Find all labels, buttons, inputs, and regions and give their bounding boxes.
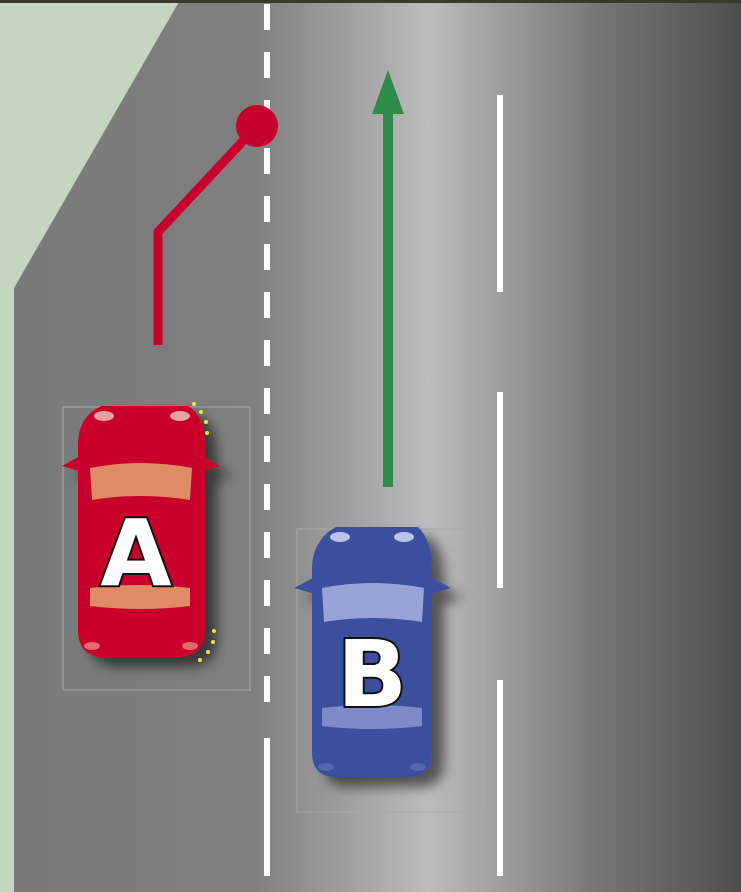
car-a: A bbox=[62, 402, 251, 691]
car-b-mirror-right bbox=[430, 577, 451, 594]
car-b-taillight-left bbox=[318, 763, 334, 771]
car-b-headlight-right bbox=[394, 532, 414, 542]
car-a-mirror-right bbox=[200, 455, 220, 472]
car-b-taillight-right bbox=[410, 763, 426, 771]
road-surface bbox=[14, 0, 741, 892]
car-a-headlight-left bbox=[94, 411, 114, 421]
car-a-mirror-left bbox=[62, 455, 82, 472]
car-a-right-indicator-icon bbox=[192, 402, 216, 662]
car-a-headlight-right bbox=[170, 411, 190, 421]
car-a-taillight-left bbox=[84, 642, 100, 650]
straight-ahead-arrow-icon bbox=[372, 70, 404, 487]
car-b-mirror-left bbox=[294, 577, 315, 594]
top-border bbox=[0, 0, 741, 3]
car-a-taillight-right bbox=[182, 642, 198, 650]
car-b: B bbox=[294, 527, 485, 813]
car-b-windscreen bbox=[322, 583, 424, 622]
car-b-rear-window bbox=[322, 705, 422, 729]
car-a-label: A bbox=[100, 500, 171, 607]
lane-change-path-icon bbox=[153, 105, 278, 345]
car-b-headlight-left bbox=[330, 532, 350, 542]
car-b-label: B bbox=[337, 621, 407, 728]
car-a-windscreen bbox=[90, 463, 192, 500]
car-a-rear-window bbox=[90, 585, 190, 609]
